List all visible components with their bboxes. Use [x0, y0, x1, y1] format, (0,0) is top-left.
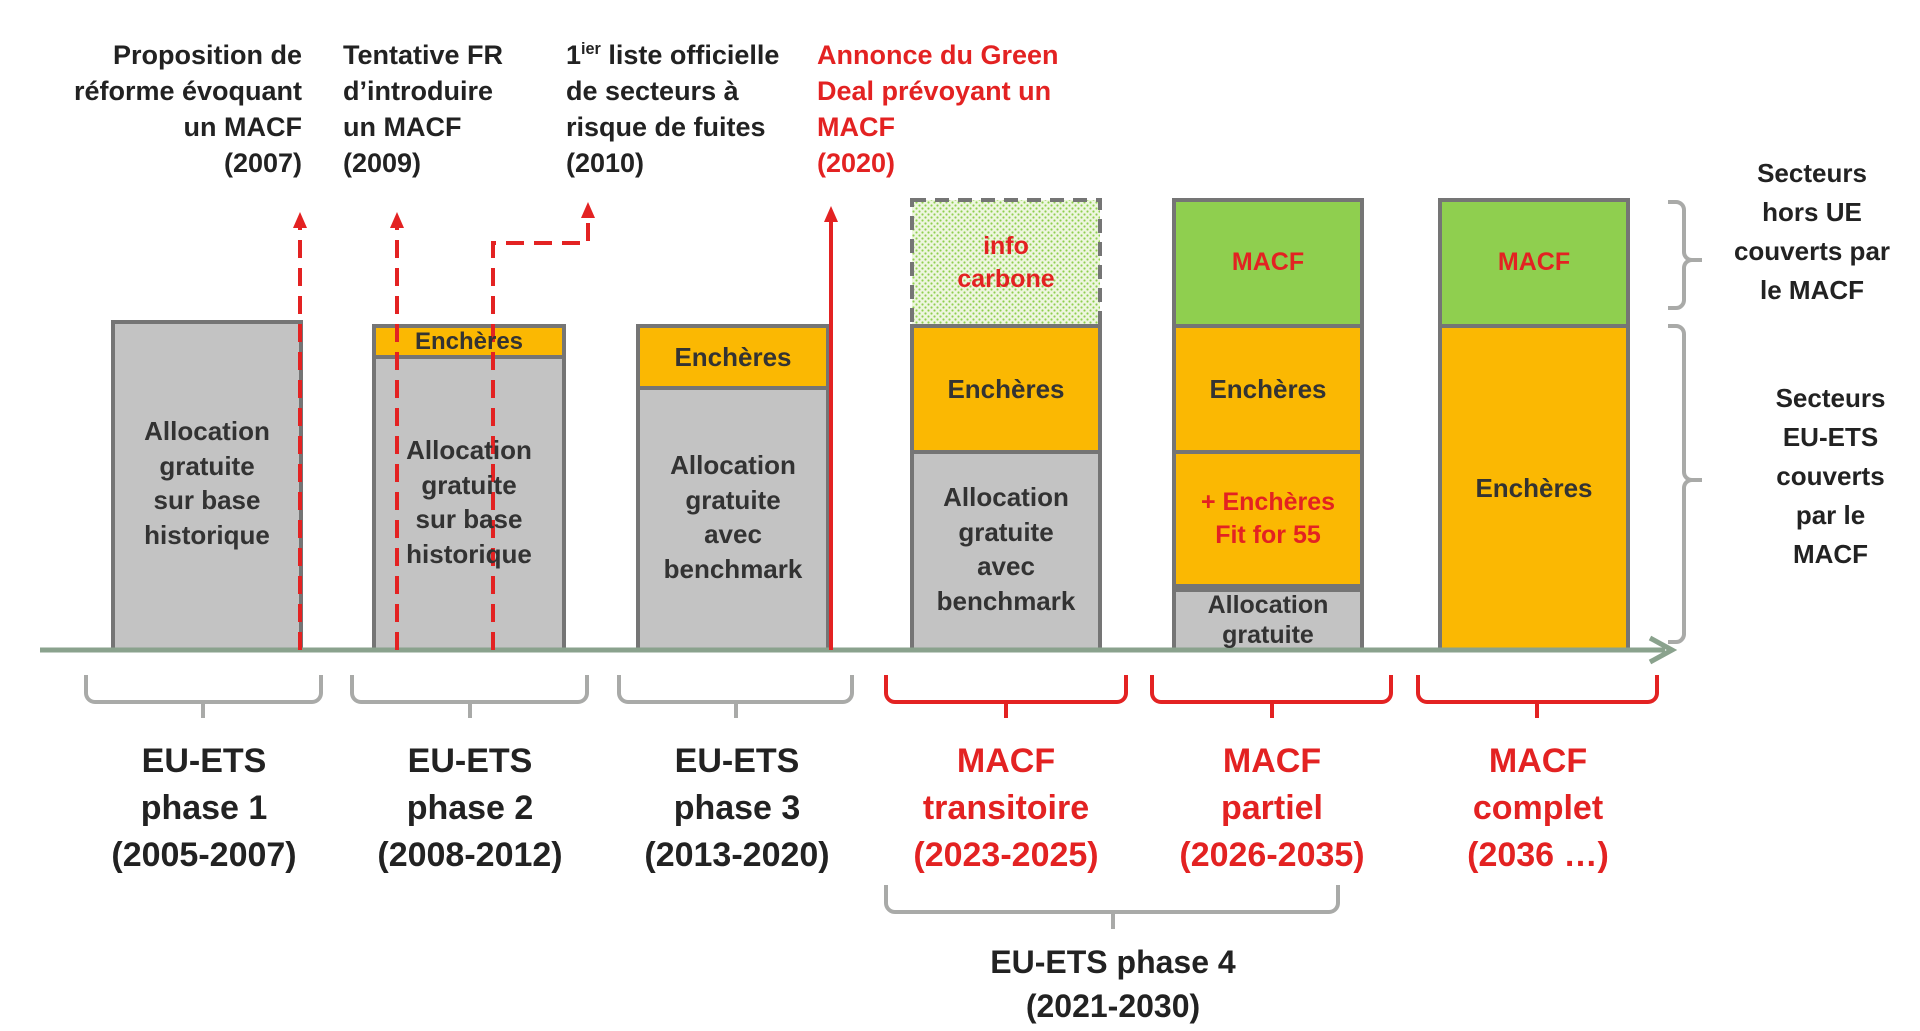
note-2010: 1ier liste officielle de secteurs à risq…: [566, 38, 779, 182]
arrow-2009: [390, 212, 404, 650]
note-2020-line: Deal prévoyant un: [817, 75, 1052, 106]
note-2020-line: Annonce du Green: [817, 40, 1059, 70]
phase3-allocation-label: Allocation gratuite avec benchmark: [663, 450, 803, 584]
arrow-2007: [293, 212, 307, 650]
note-2007-line: Proposition de: [113, 40, 302, 70]
partial-macf-block: [1172, 198, 1364, 328]
note-2009-line: d’introduire: [343, 75, 493, 106]
transitional-allocation-block: [910, 450, 1102, 652]
transitional-info-block: [910, 198, 1102, 328]
note-2009-line: un MACF: [343, 111, 462, 142]
bracket-partial: [1150, 675, 1393, 718]
bracket-complete: [1416, 675, 1659, 718]
time-axis-arrowhead: [1648, 635, 1678, 665]
bracket-transitional: [884, 675, 1128, 718]
note-2007-line: réforme évoquant: [73, 75, 302, 106]
note-2007-line: un MACF: [183, 111, 302, 142]
bracket-phase4: [884, 885, 1340, 929]
phase-label-p2: EU-ETS phase 2 (2008-2012): [377, 742, 563, 874]
phase2-allocation-label: Allocation gratuite sur base historique: [406, 435, 532, 569]
phase1-allocation-label: Allocation gratuite sur base historique: [144, 416, 270, 550]
note-2010-first-line: 1ier liste officielle: [566, 40, 780, 70]
phase-label-partial: MACF partiel (2026-2035): [1179, 742, 1365, 874]
side-label-eu-ets: Secteurs EU-ETS couverts par le MACF: [1775, 383, 1886, 569]
phase-label-phase4: EU-ETS phase 4 (2021-2030): [990, 944, 1236, 1025]
note-2020-line: (2020): [817, 147, 896, 178]
phase2-auctions-label: Enchères: [414, 327, 524, 355]
bracket-phase3: [617, 675, 854, 718]
phase3-auctions-block: [636, 324, 830, 390]
partial-allocation-block: [1172, 588, 1364, 652]
partial-allocation-label: Allocation gratuite: [1207, 591, 1329, 649]
note-2020-line: MACF: [817, 111, 895, 142]
complete-macf-block: [1438, 198, 1630, 328]
phase1-allocation-block: [111, 320, 303, 652]
brace-eu-ets: [1668, 324, 1702, 644]
phase3-auctions-label: Enchères: [674, 341, 792, 372]
phase-label-transitional: MACF transitoire (2023-2025): [913, 742, 1099, 874]
note-2007: Proposition de réforme évoquant un MACF …: [74, 38, 302, 182]
side-label-outside-eu: Secteurs hors UE couverts par le MACF: [1733, 158, 1891, 305]
partial-auctions-label: Enchères: [1209, 373, 1327, 404]
partial-macf-label: MACF: [1231, 248, 1305, 277]
note-2010-line: (2010): [566, 147, 645, 178]
bracket-phase2: [350, 675, 589, 718]
complete-macf-label: MACF: [1497, 248, 1571, 277]
arrow-2010: [491, 202, 595, 650]
partial-auctions-block: [1172, 324, 1364, 454]
transitional-auctions-block: [910, 324, 1102, 454]
brace-outside-eu: [1668, 200, 1702, 310]
phase-label-p1: EU-ETS phase 1 (2005-2007): [111, 742, 297, 874]
transitional-auctions-label: Enchères: [947, 373, 1065, 404]
note-2010-line: de secteurs à: [566, 75, 739, 106]
transitional-allocation-label: Allocation gratuite avec benchmark: [936, 482, 1076, 616]
bracket-phase1: [84, 675, 323, 718]
note-2010-line: risque de fuites: [566, 111, 766, 142]
note-2009: Tentative FR d’introduire un MACF (2009): [343, 38, 503, 182]
phase-label-complete: MACF complet (2036 …): [1467, 742, 1609, 874]
note-2009-line: Tentative FR: [343, 40, 504, 70]
partial-fit55-label: + Enchères Fit for 55: [1200, 487, 1336, 549]
complete-auctions-block: [1438, 324, 1630, 652]
phase-label-p3: EU-ETS phase 3 (2013-2020): [644, 742, 830, 874]
note-2007-line: (2007): [223, 147, 302, 178]
arrow-2020: [824, 206, 838, 650]
complete-auctions-label: Enchères: [1475, 472, 1593, 503]
partial-fit55-block: [1172, 450, 1364, 588]
note-2020: Annonce du Green Deal prévoyant un MACF …: [817, 38, 1059, 182]
phase2-allocation-block: [372, 355, 566, 652]
note-2009-line: (2009): [343, 147, 422, 178]
transitional-info-label: info carbone: [957, 231, 1055, 293]
